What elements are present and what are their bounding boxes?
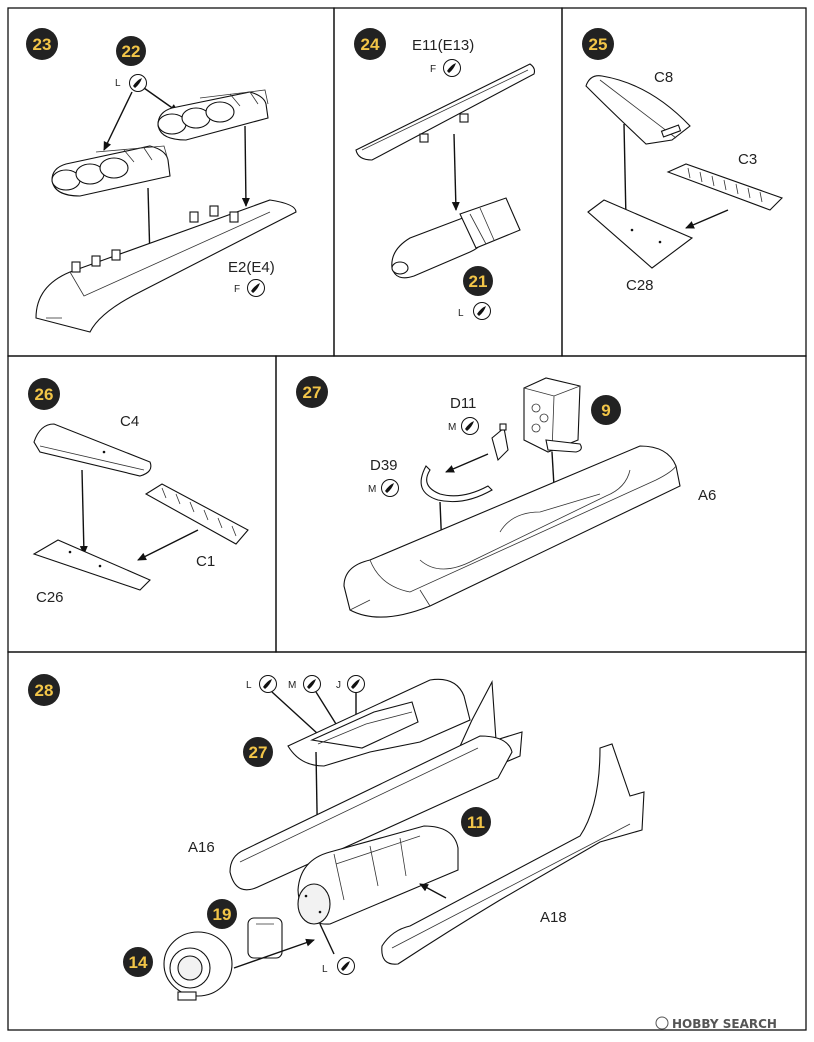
wing-part (33, 423, 152, 477)
step-badge: 27 (296, 376, 328, 408)
part-label: C28 (626, 277, 654, 294)
svg-text:21: 21 (469, 272, 488, 291)
part-label: D39 (370, 457, 398, 474)
bomb-part (391, 197, 521, 279)
paint-icon (303, 675, 321, 693)
svg-text:HOBBY SEARCH: HOBBY SEARCH (672, 1017, 777, 1031)
part-label: C4 (120, 413, 139, 430)
part-label: A16 (188, 839, 215, 856)
step-badge: 25 (582, 28, 614, 60)
part-label: C8 (654, 69, 673, 86)
bomb-rack-part (51, 145, 171, 197)
firewall-part (247, 917, 283, 959)
fuselage-right-part (381, 743, 645, 965)
part-label: C26 (36, 589, 64, 606)
subassembly-badge: 11 (461, 807, 491, 837)
wing-center-part (35, 199, 297, 333)
svg-text:23: 23 (33, 35, 52, 54)
bomb-rack-part (157, 89, 269, 141)
subassembly-badge: 21 (463, 266, 493, 296)
fuselage-left-part (229, 735, 513, 891)
subassembly-badge: 22 (116, 36, 146, 66)
svg-text:22: 22 (122, 42, 141, 61)
step-26: 26 C4 C1 C26 (28, 378, 249, 606)
rollbar-part (420, 465, 493, 503)
step-28: 28 L M J 27 A16 (28, 674, 645, 1001)
part-label: E2(E4) (228, 259, 275, 276)
paint-code: M (288, 680, 296, 691)
step-badge: 23 (26, 28, 58, 60)
control-stick-part (491, 423, 509, 462)
subassembly-badge: 9 (591, 395, 621, 425)
wing-lower-part (32, 539, 151, 591)
engine-cowl-part (163, 931, 233, 1001)
svg-text:27: 27 (249, 743, 268, 762)
paint-icon (381, 479, 399, 497)
paint-icon (259, 675, 277, 693)
paint-icon (347, 675, 365, 693)
paint-icon (247, 279, 265, 297)
flap-part (666, 163, 784, 211)
wing-lower-part (587, 199, 694, 269)
paint-code: L (458, 308, 464, 319)
paint-code: L (322, 964, 328, 975)
paint-code: M (368, 484, 376, 495)
step-24: 24 E11(E13) F 21 L (354, 28, 536, 320)
part-label: E11(E13) (412, 37, 474, 54)
watermark: HOBBY SEARCH (655, 1016, 777, 1031)
paint-code: F (430, 64, 436, 75)
cockpit-assembly-part (297, 825, 459, 925)
svg-text:11: 11 (467, 813, 485, 832)
paint-code: L (115, 78, 121, 89)
subassembly-badge: 14 (123, 947, 153, 977)
subassembly-badge: 19 (207, 899, 237, 929)
part-label: A18 (540, 909, 567, 926)
paint-icon (129, 74, 147, 92)
svg-text:24: 24 (361, 35, 380, 54)
svg-text:19: 19 (213, 905, 232, 924)
instrument-panel-part (523, 377, 582, 453)
paint-code: M (448, 422, 456, 433)
paint-code: F (234, 284, 240, 295)
paint-icon (473, 302, 491, 320)
flap-part (144, 483, 249, 545)
part-label: A6 (698, 487, 716, 504)
step-badge: 26 (28, 378, 60, 410)
wing-part (585, 75, 691, 145)
step-badge: 24 (354, 28, 386, 60)
svg-text:28: 28 (35, 681, 54, 700)
paint-icon (461, 417, 479, 435)
step-badge: 28 (28, 674, 60, 706)
paint-icon (443, 59, 461, 77)
part-label: C1 (196, 553, 215, 570)
pylon-part (355, 63, 536, 161)
paint-code: J (336, 680, 341, 691)
svg-text:14: 14 (129, 953, 148, 972)
paint-code: L (246, 680, 252, 691)
svg-text:27: 27 (303, 383, 322, 402)
cockpit-floor-part (343, 445, 681, 618)
subassembly-badge: 27 (243, 737, 273, 767)
part-label: C3 (738, 151, 757, 168)
panel-borders (7, 7, 807, 1031)
step-23: 23 22 L (26, 28, 297, 333)
step-27: 27 D11 M 9 D39 M (296, 376, 716, 618)
svg-text:26: 26 (35, 385, 54, 404)
paint-icon (337, 957, 355, 975)
step-25: 25 C8 C3 C28 (582, 28, 784, 294)
part-label: D11 (450, 395, 476, 412)
svg-text:9: 9 (601, 401, 610, 420)
svg-text:25: 25 (589, 35, 608, 54)
